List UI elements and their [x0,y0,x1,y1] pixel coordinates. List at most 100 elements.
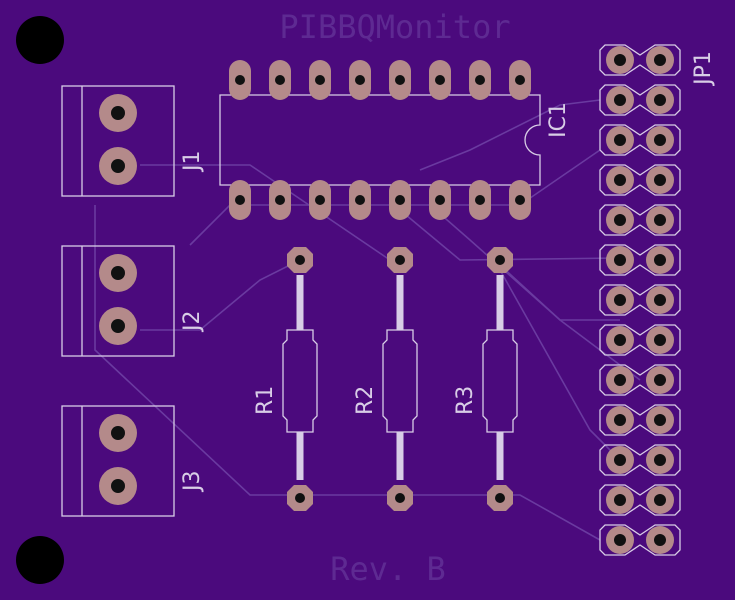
ic-pin-drill [395,75,405,85]
header-pin-drill [614,294,626,306]
resistor-label: R3 [453,386,478,415]
header-pin-drill [654,54,666,66]
header-outline [599,404,681,436]
terminal-drill [111,319,125,333]
trace [189,204,620,321]
ic-pin-drill [515,195,525,205]
connector-label: J2 [180,311,205,334]
ic-pin-drill [315,195,325,205]
ic-pin-drill [235,195,245,205]
resistor-label: R1 [253,386,278,415]
ic-pin-drill [435,75,445,85]
ic-pin-drill [355,75,365,85]
header-pin-drill [654,294,666,306]
header-pin-drill [614,174,626,186]
connector-label: J3 [180,471,205,494]
terminal-drill [111,159,125,173]
jp1-header: JP1 [599,44,716,556]
resistor-label: R2 [353,386,378,415]
header-outline [599,444,681,476]
header-pins [599,44,681,556]
resistor-drill [395,255,405,265]
resistor-drill [495,255,505,265]
header-outline [599,484,681,516]
terminal-drill [111,266,125,280]
header-pin-drill [614,214,626,226]
trace [140,259,301,331]
resistor-drill [295,493,305,503]
header-pin-drill [614,494,626,506]
mounting-hole [16,536,64,584]
header-pin-drill [614,534,626,546]
ic-pins [229,60,531,220]
terminal-block-j1: J1 [61,85,205,197]
header-outline [599,44,681,76]
resistor-r2: R2 [353,247,418,511]
header-outline [599,284,681,316]
header-pin-drill [654,534,666,546]
trace [499,269,621,461]
header-pin-drill [614,254,626,266]
header-outline [599,244,681,276]
header-outline [599,324,681,356]
header-pin-drill [654,134,666,146]
ic1-chip: IC1 [219,60,571,220]
terminal-drill [111,106,125,120]
ic-pin-drill [235,75,245,85]
trace [419,99,601,171]
terminal-outline [61,85,175,197]
header-pin-drill [614,134,626,146]
ic-pin-drill [315,75,325,85]
trace [94,205,300,496]
terminal-outline [61,245,175,357]
header-pin-drill [654,334,666,346]
header-pin-drill [614,414,626,426]
resistor-r1: R1 [253,247,318,511]
header-pin-drill [654,214,666,226]
ic-pin-drill [355,195,365,205]
terminal-block-j2: J2 [61,245,205,357]
trace [300,494,601,541]
header-pin-drill [614,54,626,66]
board-title: PIBBQMonitor [279,8,510,46]
ic-label: IC1 [546,102,571,138]
resistor-body [382,329,418,433]
header-pin-drill [654,494,666,506]
ic-pin-drill [435,195,445,205]
terminal-outline [61,405,175,517]
connector-label: J1 [180,151,205,174]
header-pin-drill [614,454,626,466]
resistor-r3: R3 [453,247,518,511]
header-outline [599,164,681,196]
mounting-hole [16,16,64,64]
header-pin-drill [654,374,666,386]
header-outline [599,84,681,116]
ic-outline [219,94,541,186]
resistor-body [482,329,518,433]
ic-pin-drill [515,75,525,85]
resistor-body [282,329,318,433]
header-pin-drill [614,374,626,386]
terminal-drill [111,426,125,440]
ic-pin-drill [395,195,405,205]
ic-pin-drill [275,195,285,205]
header-pin-drill [614,94,626,106]
header-outline [599,364,681,396]
ic-pin-drill [475,75,485,85]
resistor-group: R1 R2 R3 [253,247,518,511]
header-outline [599,204,681,236]
ic-pin-drill [275,75,285,85]
trace [399,209,621,261]
header-pin-drill [654,414,666,426]
board-revision: Rev. B [330,550,446,588]
header-outline [599,524,681,556]
resistor-drill [395,493,405,503]
trace [499,264,641,381]
ic-pin-drill [475,195,485,205]
header-label: JP1 [691,51,716,87]
header-pin-drill [654,254,666,266]
header-outline [599,124,681,156]
resistor-drill [295,255,305,265]
